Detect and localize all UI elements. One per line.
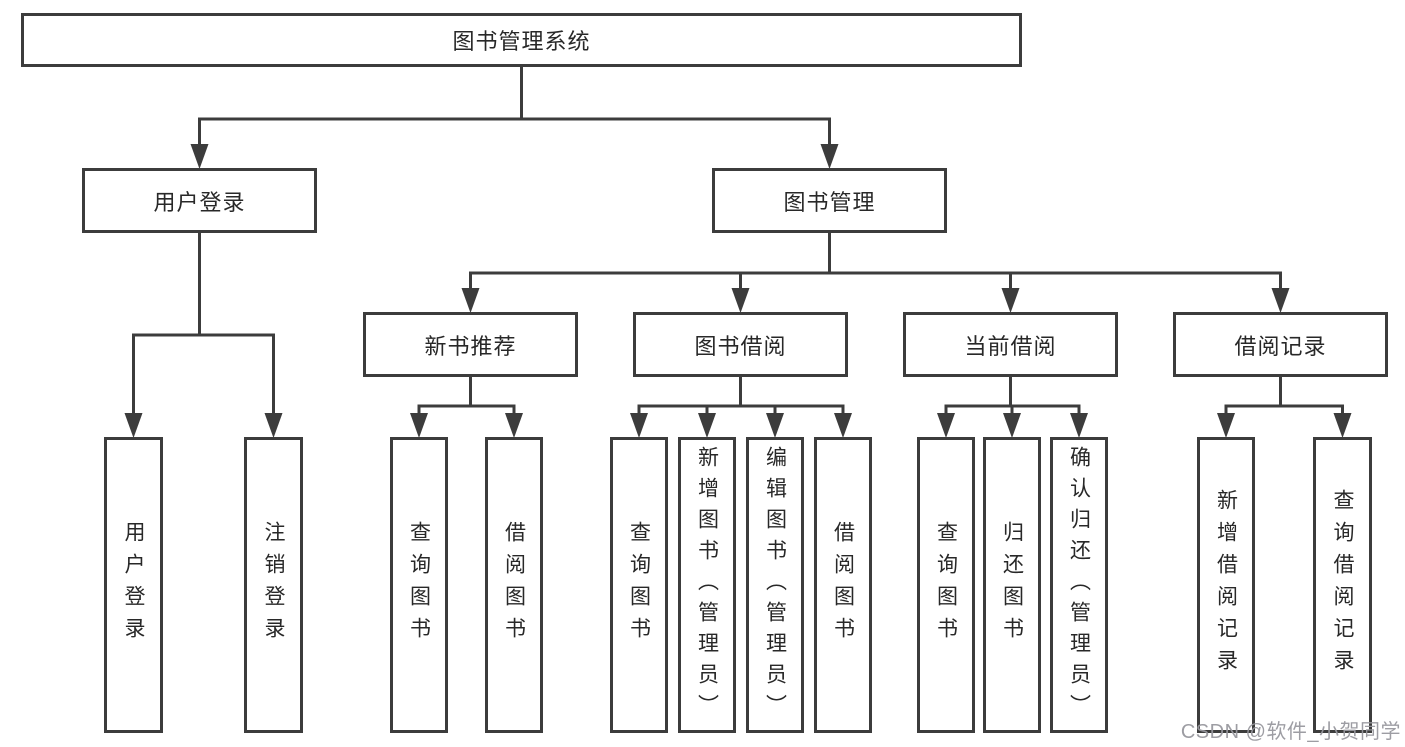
node-book-management-system: 图书管理系统 bbox=[21, 13, 1022, 67]
node-leaf-add-borrow-record: 新增借阅记录 bbox=[1197, 437, 1255, 733]
node-label: 用户登录 bbox=[122, 521, 145, 649]
node-leaf-borrow-books-1: 借阅图书 bbox=[485, 437, 543, 733]
node-label: 借阅图书 bbox=[502, 521, 526, 649]
watermark: CSDN @软件_小贺同学 bbox=[1180, 721, 1401, 743]
node-book-borrowing: 图书借阅 bbox=[633, 312, 848, 377]
node-borrowing-records: 借阅记录 bbox=[1173, 312, 1388, 377]
node-book-management: 图书管理 bbox=[712, 168, 947, 233]
node-label: 编辑图书（管理员） bbox=[763, 445, 787, 725]
node-label: 查询图书 bbox=[934, 521, 958, 649]
node-label: 借阅图书 bbox=[831, 521, 855, 649]
node-label: 新增借阅记录 bbox=[1214, 489, 1238, 681]
node-leaf-borrow-books-2: 借阅图书 bbox=[814, 437, 872, 733]
node-label: 查询图书 bbox=[627, 521, 651, 649]
node-leaf-query-books-3: 查询图书 bbox=[917, 437, 975, 733]
node-user-login: 用户登录 bbox=[82, 168, 317, 233]
node-label: 确认归还（管理员） bbox=[1067, 445, 1091, 725]
node-leaf-user-login: 用户登录 bbox=[104, 437, 163, 733]
node-label: 查询图书 bbox=[407, 521, 431, 649]
node-label: 新增图书（管理员） bbox=[695, 445, 719, 725]
node-leaf-query-borrow-record: 查询借阅记录 bbox=[1313, 437, 1372, 733]
node-label: 查询借阅记录 bbox=[1331, 489, 1354, 681]
node-current-borrowing: 当前借阅 bbox=[903, 312, 1118, 377]
node-leaf-query-books-1: 查询图书 bbox=[390, 437, 448, 733]
node-new-book-recommend: 新书推荐 bbox=[363, 312, 578, 377]
node-leaf-edit-books-admin: 编辑图书（管理员） bbox=[746, 437, 804, 733]
node-label: 归还图书 bbox=[1000, 521, 1024, 649]
node-leaf-query-books-2: 查询图书 bbox=[610, 437, 668, 733]
node-leaf-logout: 注销登录 bbox=[244, 437, 303, 733]
node-leaf-confirm-return-admin: 确认归还（管理员） bbox=[1050, 437, 1108, 733]
node-leaf-return-books: 归还图书 bbox=[983, 437, 1041, 733]
node-leaf-add-books-admin: 新增图书（管理员） bbox=[678, 437, 736, 733]
node-label: 注销登录 bbox=[262, 521, 285, 649]
